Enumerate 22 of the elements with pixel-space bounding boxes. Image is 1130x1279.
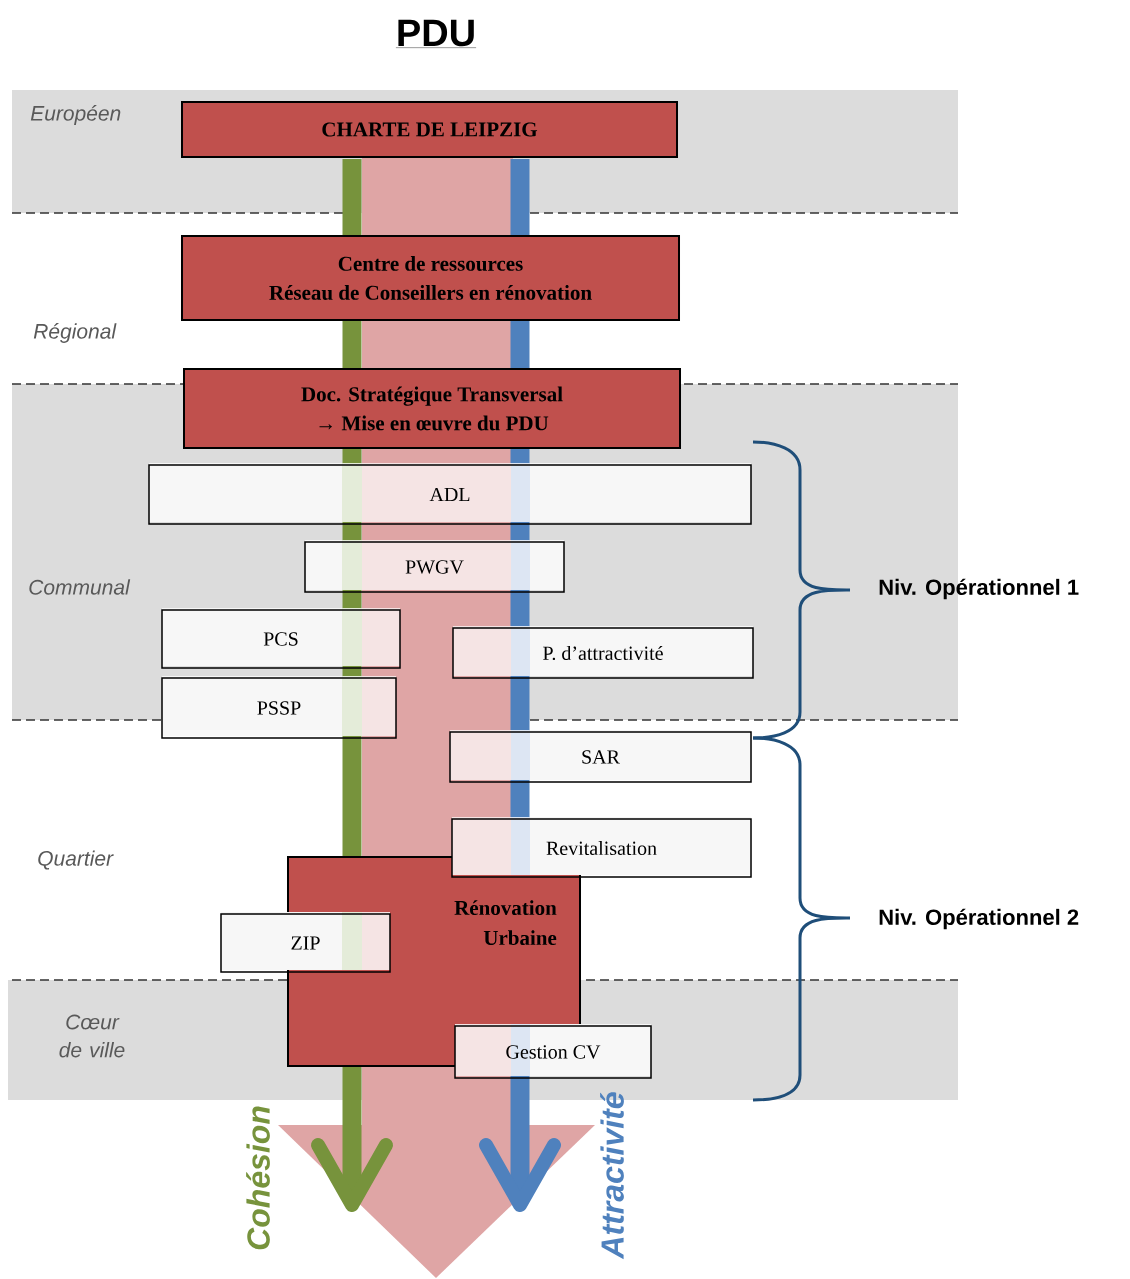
- plan-box: PSSP: [161, 676, 397, 739]
- plan-box: ZIP: [220, 912, 391, 973]
- level-label: Régional: [33, 323, 117, 343]
- title: PDU: [395, 19, 477, 48]
- arrow-label: Attractivité: [600, 1092, 624, 1260]
- plan-box: PCS: [161, 608, 401, 669]
- strategy-box: Centre de ressources Réseau de Conseillers en rénovation: [181, 235, 680, 321]
- level-label: Niv. Opérationnel 2: [879, 908, 1079, 930]
- strategy-box: Doc. Stratégique Transversal → Mise en œuvre du PDU: [183, 368, 681, 449]
- strategy-box: CHARTE DE LEIPZIG: [181, 101, 678, 158]
- plan-box: Gestion CV: [454, 1024, 652, 1079]
- level-label: Européen: [30, 105, 121, 125]
- plan-box: ADL: [148, 463, 752, 525]
- arrow-label: Cohésion: [246, 1106, 270, 1250]
- plan-box: PWGV: [304, 540, 565, 593]
- level-label: Niv. Opérationnel 1: [879, 578, 1079, 600]
- plan-box: Revitalisation: [451, 817, 752, 878]
- level-label: Quartier: [38, 850, 114, 870]
- plan-box: P. d’attractivité: [452, 626, 754, 679]
- plan-box: SAR: [449, 730, 752, 783]
- level-label: Cœur de ville: [59, 1014, 125, 1058]
- level-label: Communal: [29, 579, 131, 595]
